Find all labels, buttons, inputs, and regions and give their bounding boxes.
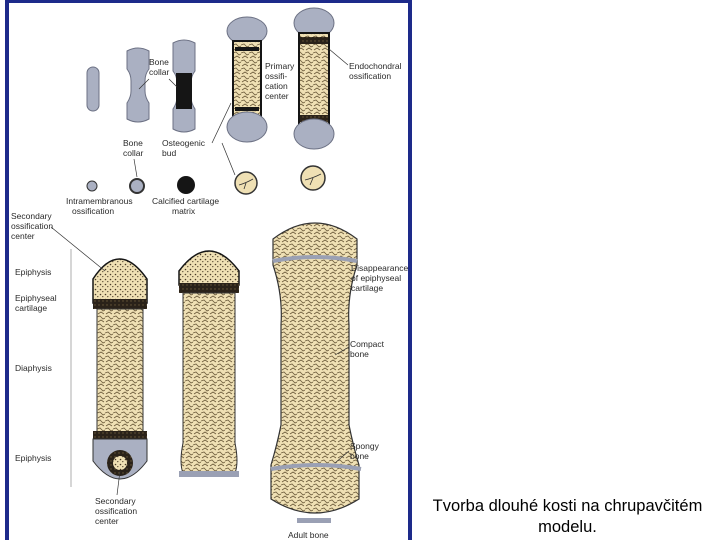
label-disappearance-1: Disappearance xyxy=(351,263,408,273)
stage-primary-ossification xyxy=(226,16,268,143)
label-primary-1: Primary xyxy=(265,61,295,71)
stage-cartilage-model-small xyxy=(86,66,100,112)
bone-adult xyxy=(270,222,362,523)
label-disappearance-3: cartilage xyxy=(351,283,383,293)
label-bone-collar-1b: collar xyxy=(149,67,169,77)
label-diaphysis: Diaphysis xyxy=(15,363,52,373)
label-intramembranous-1: Intramembranous xyxy=(66,196,133,206)
label-compact-1: Compact xyxy=(350,339,385,349)
label-primary-2: ossifi- xyxy=(265,71,287,81)
bone-development-figure: Bone collar Primary ossifi- cation cente… xyxy=(5,0,412,540)
label-bone-collar-2: Bone xyxy=(123,138,143,148)
label-primary-3: cation xyxy=(265,81,288,91)
label-calcified-2: matrix xyxy=(172,206,196,216)
bone-secondary-center xyxy=(92,258,148,480)
stage-cartilage-model xyxy=(126,47,150,123)
label-secondary-bot-1: Secondary xyxy=(95,496,136,506)
label-primary-4: center xyxy=(265,91,289,101)
label-spongy-1: Spongy xyxy=(350,441,380,451)
label-epiphyseal-cartilage-2: cartilage xyxy=(15,303,47,313)
label-epiphysis-top: Epiphysis xyxy=(15,267,51,277)
label-intramembranous-2: ossification xyxy=(72,206,114,216)
label-secondary-bot-3: center xyxy=(95,516,119,526)
label-secondary-bot-2: ossification xyxy=(95,506,137,516)
label-secondary-top-3: center xyxy=(11,231,35,241)
label-secondary-top-1: Secondary xyxy=(11,211,52,221)
label-epiphysis-bottom: Epiphysis xyxy=(15,453,51,463)
label-calcified-1: Calcified cartilage xyxy=(152,196,219,206)
label-adult-bone: Adult bone xyxy=(288,530,329,540)
label-disappearance-2: of epiphyseal xyxy=(351,273,401,283)
caption-line-1: Tvorba dlouhé kosti na chrupavčitém xyxy=(432,497,703,515)
label-bone-collar-2b: collar xyxy=(123,148,143,158)
label-compact-2: bone xyxy=(350,349,369,359)
bone-epiphyseal-plates xyxy=(178,250,240,477)
label-spongy-2: bone xyxy=(350,451,369,461)
label-endochondral-1: Endochondral xyxy=(349,61,402,71)
bone-diagram: Bone collar Primary ossifi- cation cente… xyxy=(11,7,408,540)
caption-line-2: modelu. xyxy=(538,518,597,536)
caption: Tvorba dlouhé kosti na chrupavčitém mode… xyxy=(415,496,720,538)
label-endochondral-2: ossification xyxy=(349,71,391,81)
label-secondary-top-2: ossification xyxy=(11,221,53,231)
label-osteogenic-2: bud xyxy=(162,148,176,158)
label-bone-collar-1: Bone xyxy=(149,57,169,67)
stage-endochondral xyxy=(293,7,335,150)
label-osteogenic-1: Osteogenic xyxy=(162,138,206,148)
label-epiphyseal-cartilage-1: Epiphyseal xyxy=(15,293,57,303)
stage-bone-collar xyxy=(172,39,196,133)
